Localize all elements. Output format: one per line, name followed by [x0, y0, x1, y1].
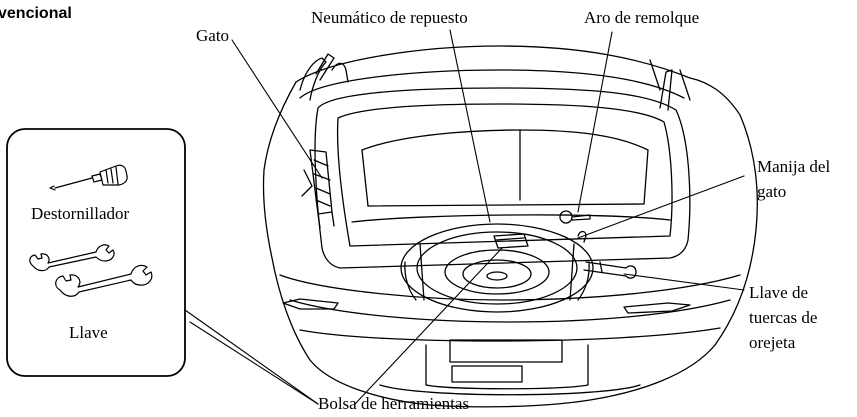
spare-tire-drawing [400, 223, 594, 313]
label-gato: Gato [196, 26, 230, 45]
screwdriver-icon [49, 164, 128, 191]
right-side-tools [559, 210, 637, 279]
label-llave: Llave [69, 323, 108, 342]
label-aro-de-remolque: Aro de remolque [584, 8, 700, 27]
hinges [299, 53, 691, 111]
label-destornillador: Destornillador [31, 204, 130, 223]
label-manija-del-gato-line1: Manija del [757, 157, 831, 176]
label-llave-tuercas-line1: Llave de [749, 283, 808, 302]
wrench-icon [29, 244, 153, 297]
label-llave-tuercas-line2: tuercas de [749, 308, 818, 327]
tools-inset-box [6, 128, 186, 377]
label-llave-tuercas-line3: orejeta [749, 333, 796, 352]
section-heading: vencional [0, 5, 72, 22]
label-neumatico-de-repuesto: Neumático de repuesto [311, 8, 468, 27]
leader-lines [184, 29, 745, 405]
label-bolsa-de-herramientas: Bolsa de herramientas [318, 394, 470, 413]
jack-drawing [301, 149, 335, 229]
label-manija-del-gato-line2: gato [757, 182, 787, 201]
car-body [262, 45, 758, 408]
